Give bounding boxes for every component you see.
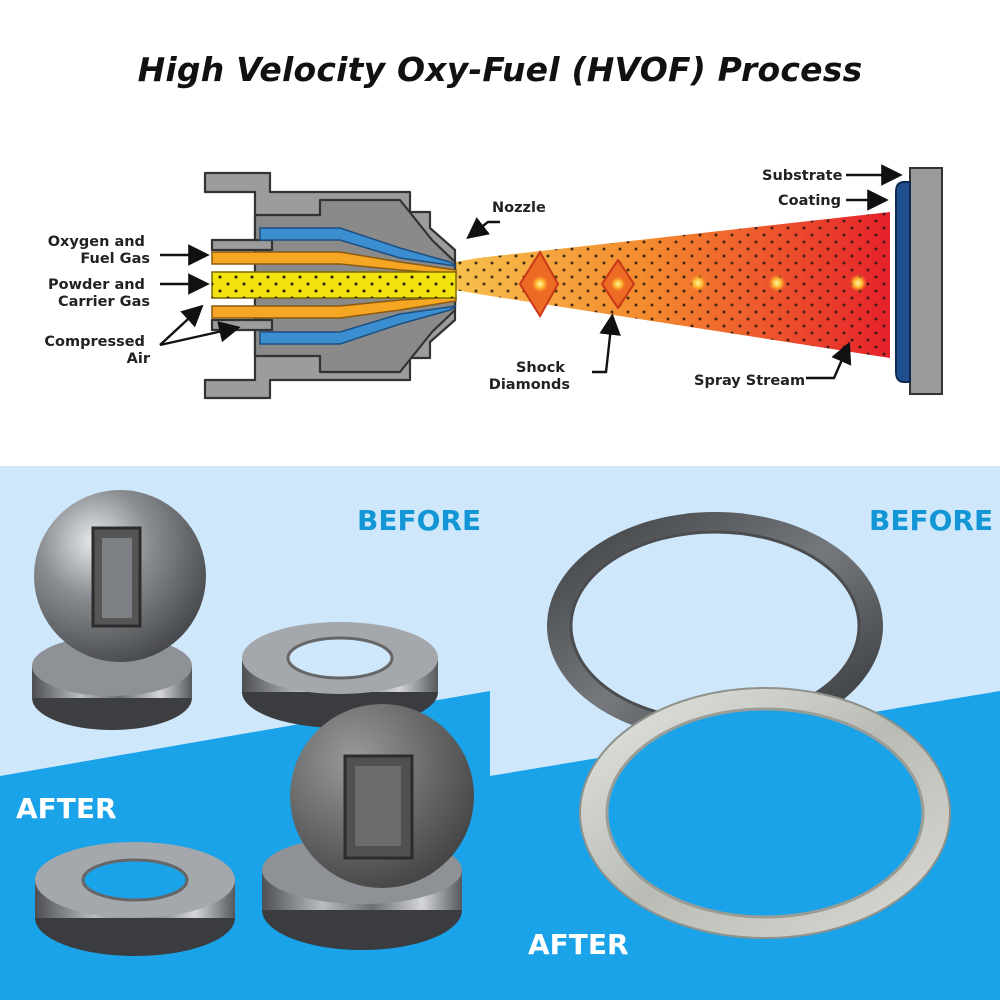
- label-oxygen-fuel: Oxygen and Fuel Gas: [48, 234, 150, 267]
- large-ring-icon: [547, 512, 883, 740]
- label-substrate: Substrate: [762, 168, 843, 184]
- seat-ring-part-icon: [35, 842, 235, 956]
- shock-diamonds: [518, 250, 867, 318]
- powder-channel: [211, 271, 457, 299]
- spray-stream: [455, 212, 890, 358]
- after-tag-right: AFTER: [528, 928, 629, 961]
- air-channel: [259, 227, 457, 345]
- before-tag-left: BEFORE: [357, 504, 482, 537]
- label-spray-stream: Spray Stream: [694, 373, 805, 389]
- hvof-process-diagram: Oxygen and Fuel Gas Powder and Carrier G…: [44, 164, 943, 400]
- substrate-block: [909, 167, 943, 395]
- after-tag-left: AFTER: [16, 792, 117, 825]
- page-title: High Velocity Oxy-Fuel (HVOF) Process: [137, 50, 863, 89]
- label-compressed-air: Compressed Air: [44, 334, 150, 367]
- ball-valve-part-icon: [32, 490, 206, 730]
- ball-valve-part-icon: [262, 704, 474, 950]
- large-ring-icon: [579, 687, 951, 939]
- coating-layer: [895, 181, 911, 383]
- before-after-photos: [0, 466, 1000, 1000]
- label-shock-diamonds: Shock Diamonds: [489, 360, 570, 393]
- oxy-fuel-channel: [211, 251, 457, 319]
- label-powder-carrier: Powder and Carrier Gas: [48, 277, 150, 310]
- label-arrows: [159, 164, 903, 380]
- before-tag-right: BEFORE: [869, 504, 994, 537]
- label-coating: Coating: [778, 193, 841, 209]
- label-nozzle: Nozzle: [492, 200, 546, 216]
